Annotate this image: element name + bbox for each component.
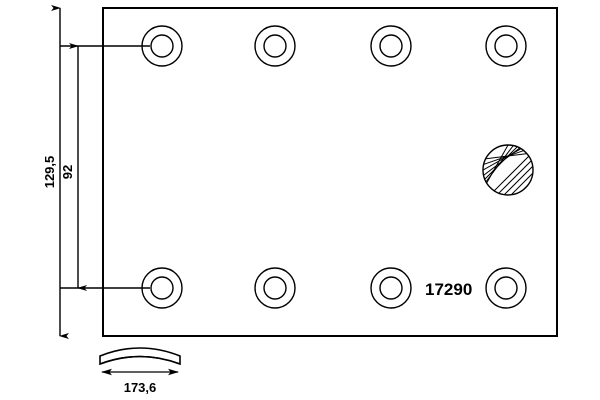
rivet-hole bbox=[141, 25, 183, 67]
rivet-hole-row-top bbox=[141, 25, 527, 67]
rivet-hole bbox=[370, 267, 412, 309]
part-number-label: 17290 bbox=[425, 280, 472, 299]
rivet-hole bbox=[254, 25, 296, 67]
rivet-hole bbox=[254, 267, 296, 309]
rivet-hole-row-bottom bbox=[141, 267, 527, 309]
lining-arc-profile bbox=[99, 347, 181, 376]
rivet-hole bbox=[485, 25, 527, 67]
hole-center-distance-label: 92 bbox=[60, 165, 75, 179]
arc-width-label: 173,6 bbox=[124, 380, 157, 395]
rivet-hole bbox=[141, 267, 183, 309]
brake-lining-plate bbox=[102, 7, 558, 337]
rivet-hole bbox=[485, 267, 527, 309]
rivet-hole bbox=[370, 25, 412, 67]
overall-height-label: 129,5 bbox=[42, 156, 57, 189]
